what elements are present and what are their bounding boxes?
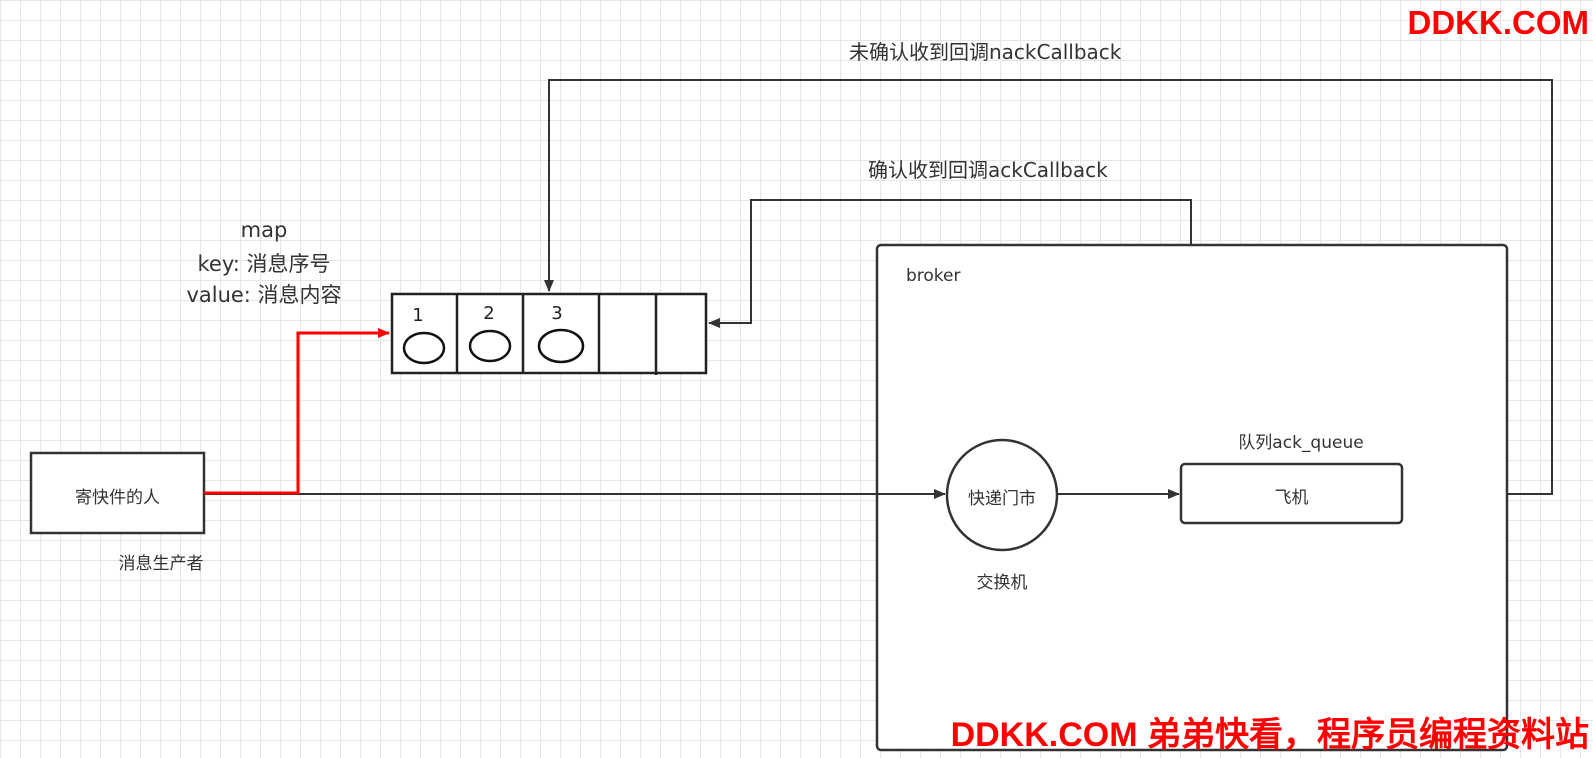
ack-callback-arrow	[708, 199, 1192, 328]
broker-label: broker	[906, 266, 961, 286]
map-slot-number: 1	[412, 305, 423, 326]
message-oval	[468, 329, 512, 363]
producer-to-map-arrow	[204, 328, 390, 495]
map-slot-number: 2	[483, 303, 494, 324]
message-oval	[402, 331, 446, 365]
nack-callback-label: 未确认收到回调nackCallback	[849, 40, 1122, 64]
message-oval	[537, 328, 585, 364]
queue-node-label: 飞机	[1274, 488, 1309, 508]
queue-name-label: 队列ack_queue	[1238, 433, 1364, 453]
queue-box	[1179, 462, 1404, 525]
map-title: map	[240, 218, 288, 242]
map-key-label: key: 消息序号	[197, 252, 331, 276]
producer-box	[29, 451, 206, 535]
exchange-node-label: 快递门市	[968, 489, 1036, 509]
watermark-top: DDKK.COM	[1407, 4, 1589, 41]
producer-node-label: 寄快件的人	[75, 488, 160, 508]
map-slot-number: 3	[551, 303, 562, 324]
producer-caption: 消息生产者	[118, 554, 204, 574]
ack-callback-label: 确认收到回调ackCallback	[868, 158, 1108, 182]
watermark-bottom: DDKK.COM 弟弟快看，程序员编程资料站	[950, 716, 1589, 754]
exchange-caption: 交换机	[976, 573, 1028, 593]
nack-callback-arrow	[544, 79, 1553, 495]
map-value-label: value: 消息内容	[186, 283, 342, 307]
